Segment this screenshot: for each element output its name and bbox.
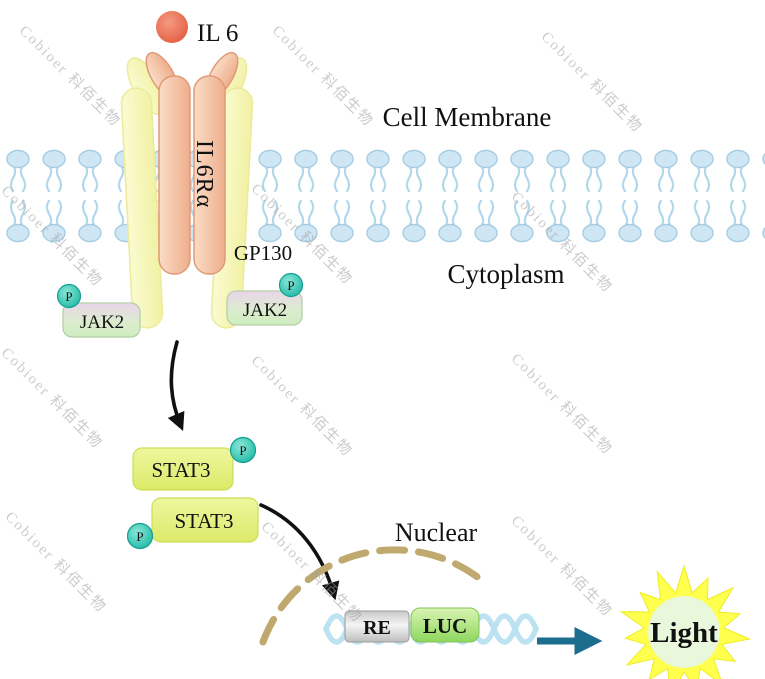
il6ra-label: IL6Rα — [191, 140, 217, 208]
nuclear-envelope-arc — [259, 546, 489, 646]
phosphate-label: P — [65, 289, 72, 304]
phosphate-label: P — [239, 443, 246, 458]
jak2-left: JAK2 P — [56, 283, 141, 338]
jak2-left-label: JAK2 — [80, 312, 124, 333]
il6-ligand: IL 6 — [156, 11, 238, 47]
response-element: RE — [344, 610, 410, 643]
phosphate-circle — [56, 283, 82, 309]
phosphate-circle — [229, 436, 257, 464]
gp130-label: GP130 — [234, 241, 292, 265]
light-label: Light — [650, 617, 718, 649]
jak2-right: JAK2 P — [226, 272, 304, 326]
stat3-top-box — [132, 447, 234, 491]
signal-arrow-down — [167, 340, 185, 431]
luc-label: LUC — [423, 614, 467, 638]
phosphate-circle — [126, 522, 154, 550]
luc-box — [410, 607, 480, 643]
stat3-bottom-box — [151, 497, 259, 543]
il6ra-shape — [145, 51, 239, 275]
stat3-bottom: STAT3 P — [126, 497, 259, 550]
re-label: RE — [363, 617, 391, 639]
stat3-top: STAT3 P — [132, 436, 257, 491]
re-box — [344, 610, 410, 643]
phosphate-circle — [278, 272, 304, 298]
light-output: Light — [619, 564, 752, 679]
il6-circle — [156, 11, 188, 43]
jak2-left-box — [62, 302, 141, 338]
receptor-complex: IL6Rα GP130 — [120, 51, 292, 329]
cytoplasm-label: Cytoplasm — [447, 259, 564, 289]
signal-arrow-nucleus — [259, 503, 340, 601]
light-glow — [648, 596, 720, 668]
phosphate-label: P — [287, 278, 294, 293]
cell-membrane-label: Cell Membrane — [383, 102, 552, 132]
cell-membrane-bilayer — [0, 148, 765, 244]
jak2-right-label: JAK2 — [243, 300, 287, 321]
stat3-bottom-label: STAT3 — [175, 509, 234, 533]
phosphate-label: P — [136, 529, 143, 544]
il6-label: IL 6 — [197, 20, 238, 47]
stat3-top-label: STAT3 — [152, 458, 211, 482]
nuclear-label: Nuclear — [395, 518, 478, 547]
luciferase-reporter: LUC — [410, 607, 480, 643]
jak2-right-box — [226, 290, 303, 326]
